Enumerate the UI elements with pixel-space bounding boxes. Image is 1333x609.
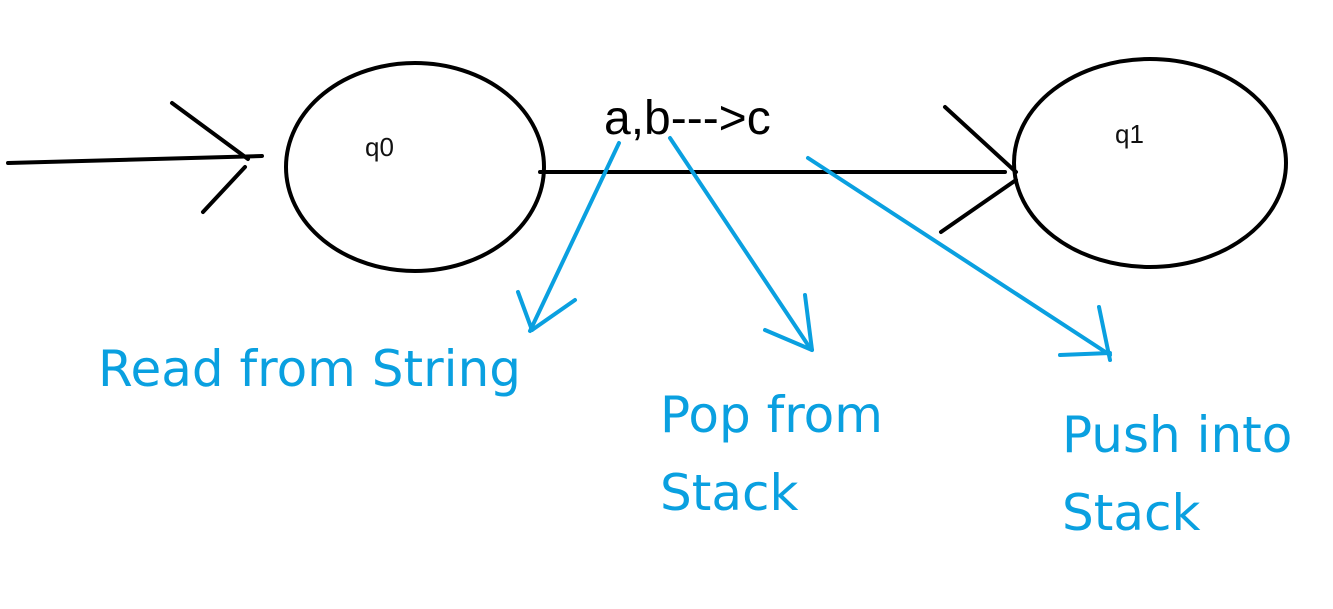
annotation-read-from-string: Read from String [98, 340, 521, 398]
state-q1: q1 [1012, 57, 1288, 269]
state-q1-label: q1 [1115, 119, 1144, 149]
annotation-pop-line1: Pop from [660, 386, 883, 444]
annotation-arrow-push [806, 156, 1112, 362]
state-q0-label: q0 [365, 132, 394, 162]
initial-arrow [6, 101, 264, 214]
state-q0: q0 [284, 61, 546, 273]
transition-arrow [538, 105, 1018, 234]
annotation-pop-line2: Stack [660, 464, 798, 522]
annotation-push-line1: Push into [1062, 406, 1292, 464]
annotation-arrow-read [516, 141, 621, 333]
annotation-arrow-pop [668, 136, 814, 352]
transition-label: a,b--->c [604, 92, 771, 145]
annotation-push-line2: Stack [1062, 484, 1200, 542]
